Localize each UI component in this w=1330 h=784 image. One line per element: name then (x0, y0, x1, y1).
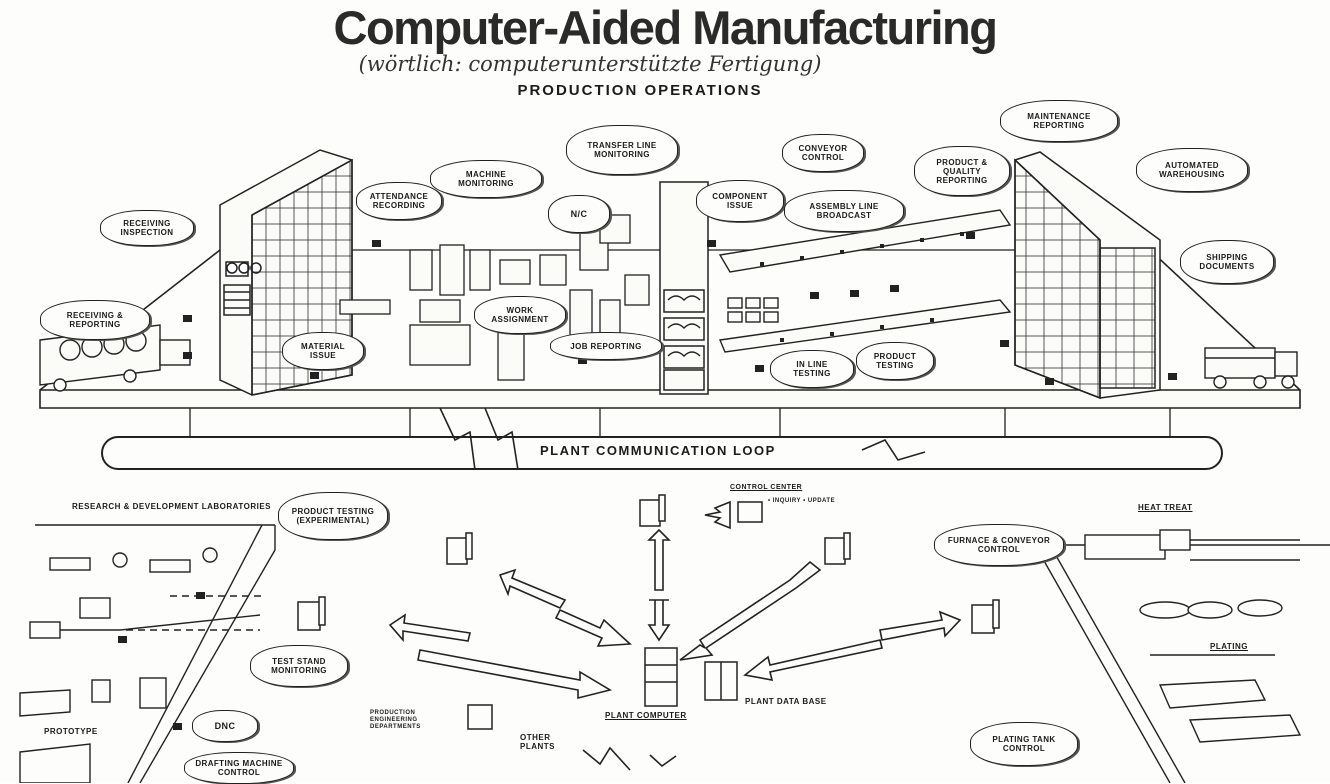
cloud-furnace-conveyor-control: FURNACE & CONVEYOR CONTROL (934, 524, 1064, 566)
label-plating: PLATING (1210, 642, 1249, 651)
label-transfer-line-monitoring: TRANSFER LINE MONITORING (587, 141, 657, 159)
label-work-assignment: WORK ASSIGNMENT (491, 306, 549, 324)
label-maintenance-reporting: MAINTENANCE REPORTING (1027, 112, 1091, 130)
cloud-dnc: DNC (192, 710, 258, 742)
label-control-center: CONTROL CENTER (730, 484, 803, 491)
cloud-in-line-testing: IN LINE TESTING (770, 350, 854, 388)
cloud-assembly-line-broadcast: ASSEMBLY LINE BROADCAST (784, 190, 904, 232)
cloud-automated-warehousing: AUTOMATED WAREHOUSING (1136, 148, 1248, 192)
shipping-truck (1204, 347, 1298, 389)
label-job-reporting: JOB REPORTING (570, 341, 642, 351)
communication-loop-label: PLANT COMMUNICATION LOOP (540, 443, 776, 458)
cloud-transfer-line-monitoring: TRANSFER LINE MONITORING (566, 125, 678, 175)
label-control-center-sub: • INQUIRY • UPDATE (768, 498, 836, 504)
cloud-attendance-recording: ATTENDANCE RECORDING (356, 182, 442, 220)
data-arrows (388, 500, 962, 700)
heat-treat-area (1034, 529, 1330, 783)
label-prototype: PROTOTYPE (44, 727, 98, 736)
page-title: Computer-Aided Manufacturing (333, 1, 998, 54)
label-nc: N/C (570, 208, 588, 219)
cloud-maintenance-reporting: MAINTENANCE REPORTING (1000, 100, 1118, 142)
label-product-quality-reporting: PRODUCT & QUALITY REPORTING (936, 157, 988, 185)
label-rd-laboratories: RESEARCH & DEVELOPMENT LABORATORIES (72, 502, 271, 511)
cloud-machine-monitoring: MACHINE MONITORING (430, 160, 542, 198)
cloud-test-stand-monitoring: TEST STAND MONITORING (250, 645, 348, 687)
production-machines (339, 214, 650, 381)
label-furnace-conveyor-control: FURNACE & CONVEYOR CONTROL (947, 536, 1051, 554)
label-attendance-recording: ATTENDANCE RECORDING (369, 192, 429, 210)
label-conveyor-control: CONVEYOR CONTROL (798, 144, 848, 162)
label-plating-tank-control: PLATING TANK CONTROL (992, 735, 1056, 753)
label-receiving-inspection: RECEIVING INSPECTION (120, 219, 174, 237)
label-product-testing-experimental: PRODUCT TESTING (EXPERIMENTAL) (291, 507, 375, 525)
label-assembly-line-broadcast: ASSEMBLY LINE BROADCAST (809, 202, 879, 220)
label-material-issue: MATERIAL ISSUE (301, 342, 345, 360)
label-plant-computer: PLANT COMPUTER (605, 711, 687, 720)
label-dnc: DNC (214, 720, 236, 731)
label-other-plants: OTHER PLANTS (520, 733, 555, 751)
cloud-product-testing-experimental: PRODUCT TESTING (EXPERIMENTAL) (278, 492, 388, 540)
terminals (297, 494, 1000, 730)
cloud-receiving-inspection: RECEIVING INSPECTION (100, 210, 194, 246)
communication-loop (101, 436, 1223, 470)
cloud-material-issue: MATERIAL ISSUE (282, 332, 364, 370)
label-in-line-testing: IN LINE TESTING (793, 360, 831, 378)
loop-drop-lines (189, 408, 1171, 440)
label-receiving-reporting: RECEIVING & REPORTING (66, 311, 124, 329)
label-plant-data-base: PLANT DATA BASE (745, 697, 827, 706)
label-heat-treat: HEAT TREAT (1138, 503, 1193, 512)
central-tower (659, 181, 709, 395)
section-heading: PRODUCTION OPERATIONS (517, 82, 763, 99)
label-machine-monitoring: MACHINE MONITORING (458, 170, 514, 188)
label-product-testing: PRODUCT TESTING (873, 352, 917, 370)
label-drafting-machine-control: DRAFTING MACHINE CONTROL (195, 759, 283, 777)
right-rack (1014, 151, 1161, 400)
lightning-bolts (439, 407, 926, 771)
label-production-engineering: PRODUCTION ENGINEERING DEPARTMENTS (370, 710, 421, 730)
cloud-nc: N/C (548, 195, 610, 233)
cloud-conveyor-control: CONVEYOR CONTROL (782, 134, 864, 172)
label-test-stand-monitoring: TEST STAND MONITORING (271, 657, 327, 675)
cloud-drafting-machine-control: DRAFTING MACHINE CONTROL (184, 752, 294, 784)
cloud-component-issue: COMPONENT ISSUE (696, 180, 784, 222)
label-shipping-documents: SHIPPING DOCUMENTS (1199, 253, 1255, 271)
cloud-product-testing: PRODUCT TESTING (856, 342, 934, 380)
label-component-issue: COMPONENT ISSUE (712, 192, 768, 210)
cloud-receiving-reporting: RECEIVING & REPORTING (40, 300, 150, 340)
floor-monitors (118, 232, 1177, 730)
plant-computer (644, 647, 738, 707)
page-subtitle: (wörtlich: computerunterstützte Fertigun… (358, 52, 822, 76)
rd-lab (19, 524, 276, 783)
assembly-line (718, 209, 1012, 353)
cloud-job-reporting: JOB REPORTING (550, 332, 662, 360)
cloud-product-quality-reporting: PRODUCT & QUALITY REPORTING (914, 146, 1010, 196)
cloud-work-assignment: WORK ASSIGNMENT (474, 296, 566, 334)
cloud-shipping-documents: SHIPPING DOCUMENTS (1180, 240, 1274, 284)
label-automated-warehousing: AUTOMATED WAREHOUSING (1159, 161, 1225, 179)
cloud-plating-tank-control: PLATING TANK CONTROL (970, 722, 1078, 766)
